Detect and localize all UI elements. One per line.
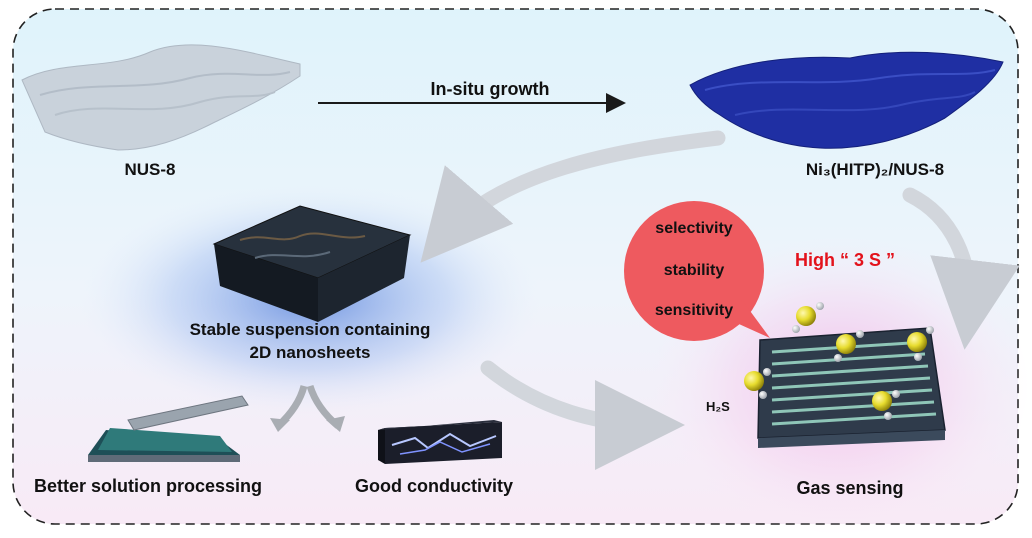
split-arrows — [270, 384, 345, 432]
film-processing-illustration — [88, 395, 249, 462]
nus8-label: NUS-8 — [124, 160, 176, 179]
in-situ-growth-label: In-situ growth — [430, 79, 550, 99]
gas-sensor-chip-illustration — [757, 327, 946, 448]
badge-item-sensitivity: sensitivity — [654, 302, 734, 319]
nus8-sheet-illustration — [21, 44, 301, 151]
suspension-to-sensor-arrow — [480, 360, 685, 470]
product-sheet-illustration — [689, 51, 1004, 149]
to-sensor-curved-arrow — [902, 187, 1020, 350]
gas-sensing-caption: Gas sensing — [796, 478, 904, 498]
badge-item-stability: stability — [663, 262, 725, 279]
three-s-badge — [624, 201, 770, 341]
h2s-molecules — [744, 302, 934, 420]
good-conductivity-label: Good conductivity — [355, 476, 514, 496]
badge-item-selectivity: selectivity — [655, 220, 733, 237]
suspension-caption-line1: Stable suspension containing — [189, 320, 431, 339]
high-3s-headline: High “ 3 S ” — [795, 250, 896, 270]
product-formula-label: Ni₃(HITP)₂/NUS-8 — [805, 160, 945, 179]
nanosheet-block-illustration — [212, 205, 412, 322]
exfoliation-curved-arrow — [420, 130, 726, 263]
better-processing-label: Better solution processing — [34, 476, 263, 496]
conductive-block-illustration — [378, 420, 502, 464]
h2s-label: H₂S — [706, 399, 730, 414]
suspension-caption-line2: 2D nanosheets — [249, 343, 371, 362]
